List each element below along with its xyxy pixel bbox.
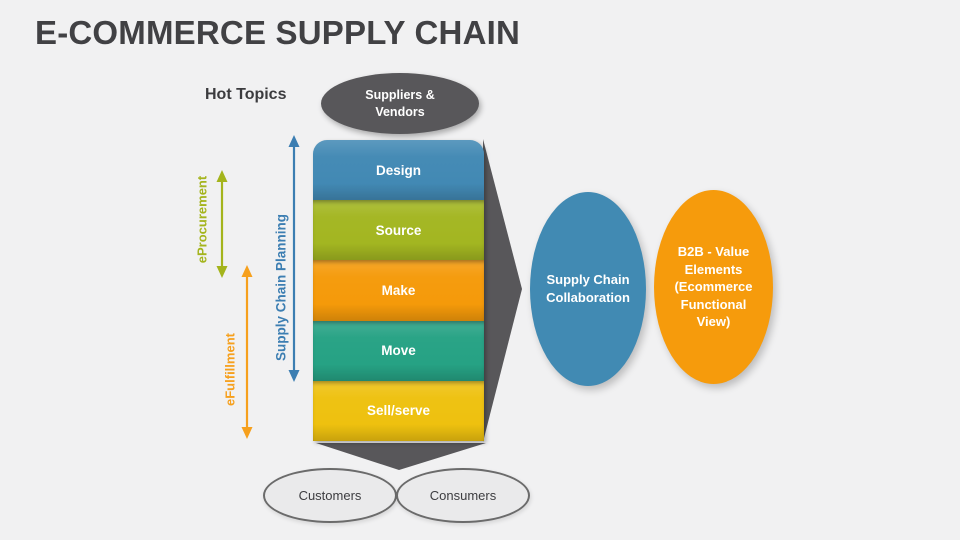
stack-box-make: Make [313, 260, 484, 321]
b2b-value-elements-node: B2B - Value Elements (Ecommerce Function… [654, 190, 773, 384]
page-title: E-COMMERCE SUPPLY CHAIN [35, 14, 521, 51]
funnel-down-arrowhead [316, 443, 486, 470]
supply-chain-collaboration-node: Supply Chain Collaboration [530, 192, 646, 386]
consumers-node: Consumers [396, 468, 530, 523]
hot-topics-label: Hot Topics [205, 86, 287, 103]
fulfillment-double-arrow [241, 265, 253, 439]
procurement-arrow-head-bottom [216, 266, 228, 278]
eprocurement-label: eProcurement [194, 175, 210, 264]
stack-box-move: Move [313, 320, 484, 381]
planning-arrow-head-top [288, 135, 300, 147]
fulfillment-arrow-head-bottom [241, 427, 253, 439]
efulfillment-label: eFulfillment [222, 333, 238, 406]
procurement-double-arrow [216, 170, 228, 278]
funnel-right-wedge [483, 139, 522, 442]
procurement-arrow-head-top [216, 170, 228, 182]
stack-box-source: Source [313, 200, 484, 261]
planning-arrow-head-bottom [288, 370, 300, 382]
customers-node: Customers [263, 468, 397, 523]
supply-chain-planning-label: Supply Chain Planning [273, 214, 289, 362]
stack-box-sell-serve: Sell/serve [313, 380, 484, 441]
fulfillment-arrow-head-top [241, 265, 253, 277]
planning-double-arrow [288, 135, 300, 382]
suppliers-vendors-node: Suppliers & Vendors [321, 73, 479, 134]
stack-box-design: Design [313, 140, 484, 201]
supply-chain-stack: Design Source Make Move Sell/serve [313, 140, 484, 441]
